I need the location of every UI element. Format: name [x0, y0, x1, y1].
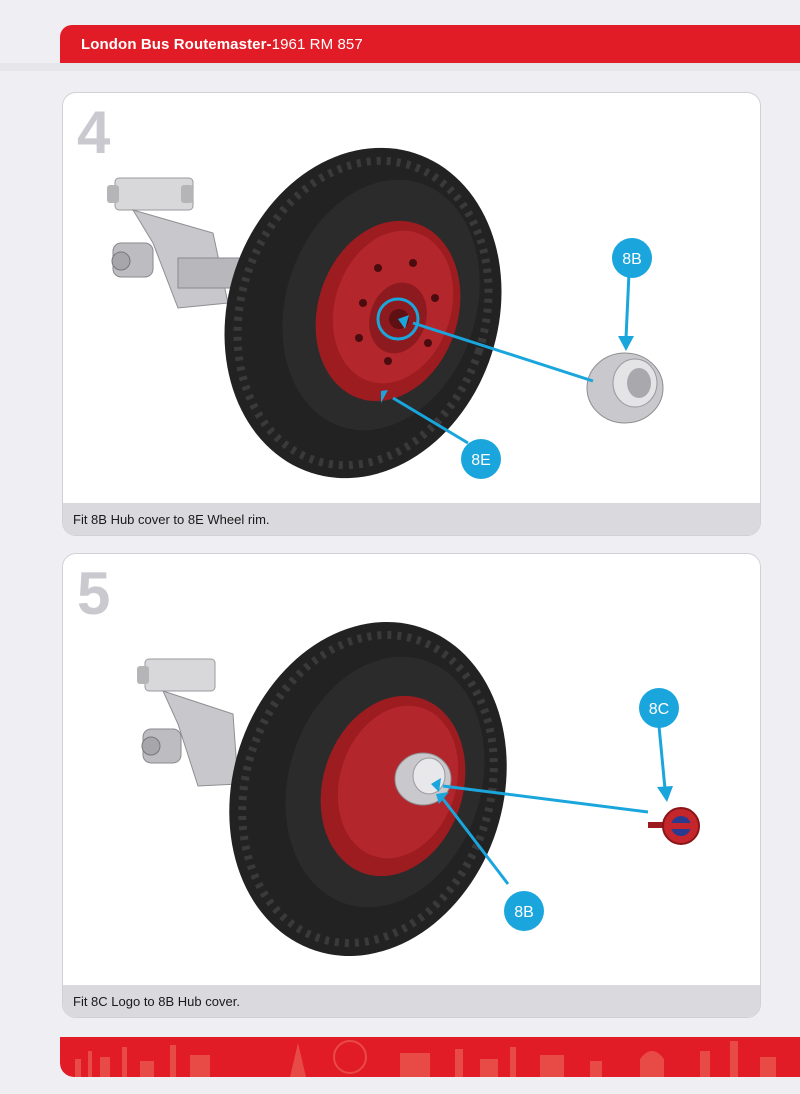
callout-label-8c: 8C [649, 701, 669, 718]
header-title-bold: London Bus Routemaster- [81, 35, 272, 53]
footer-skyline-band [60, 1037, 800, 1077]
callout-bubble-8b [504, 891, 544, 931]
callout-label-8e: 8E [471, 452, 491, 469]
page-header: London Bus Routemaster-1961 RM 857 [60, 25, 800, 63]
header-shadow-band [0, 63, 800, 71]
axle-bracket [107, 177, 254, 309]
callout-arrows [431, 725, 673, 885]
hub-cover-part [586, 352, 664, 424]
step-5-panel: 5 [62, 553, 761, 1018]
step-caption: Fit 8C Logo to 8B Hub cover. [63, 985, 760, 1017]
step-caption: Fit 8B Hub cover to 8E Wheel rim. [63, 503, 760, 535]
callout-label-8b: 8B [622, 251, 642, 268]
step-4-illustration: 8B 8E [107, 147, 664, 479]
wheel-rim-8e [315, 220, 461, 402]
london-skyline-graphic [75, 1040, 776, 1077]
logo-part-8c [648, 807, 700, 845]
callout-bubble-8e [461, 439, 501, 479]
target-ring [376, 297, 420, 341]
header-title-model: 1961 RM 857 [271, 35, 363, 53]
axle-bracket [137, 658, 239, 787]
callout-label-8b: 8B [514, 904, 534, 921]
step-number: 5 [77, 560, 111, 627]
header-title: London Bus Routemaster-1961 RM 857 [81, 36, 363, 53]
step-4-panel: 4 [62, 92, 761, 536]
step-number: 4 [77, 99, 111, 166]
callout-arrows [381, 272, 634, 445]
callout-bubble-8c [639, 688, 679, 728]
callout-bubble-8b [612, 238, 652, 278]
step-5-illustration: 8C 8B [137, 622, 700, 956]
